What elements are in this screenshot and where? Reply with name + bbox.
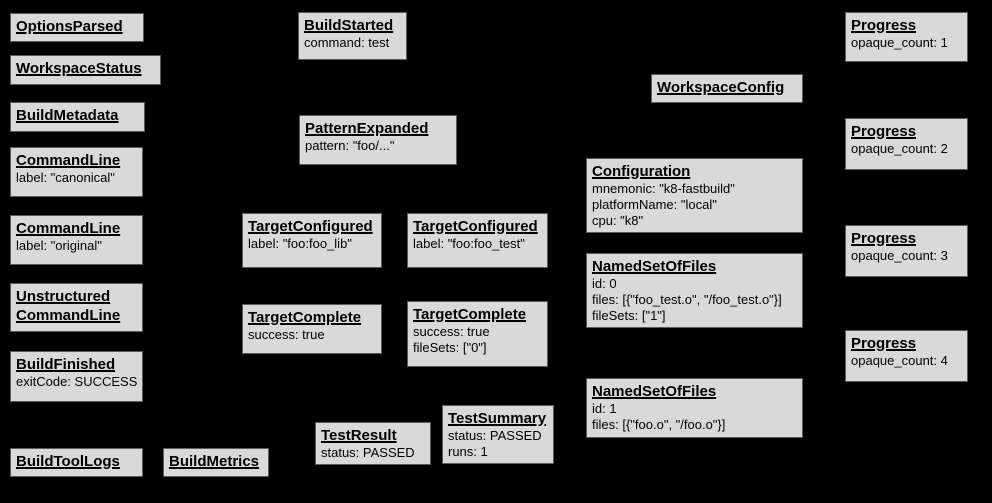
event-node-detail: opaque_count: 3 <box>851 248 948 263</box>
event-node-build-tool-logs: BuildToolLogs <box>10 448 143 477</box>
event-node-detail: label: "foo:foo_test" <box>413 236 525 251</box>
event-node-build-metrics: BuildMetrics <box>163 448 269 477</box>
event-node-detail: runs: 1 <box>448 444 488 459</box>
event-node-detail: opaque_count: 4 <box>851 353 948 368</box>
event-node-detail: fileSets: ["0"] <box>413 340 487 355</box>
event-node-detail: command: test <box>304 35 390 50</box>
event-node-workspace-config: WorkspaceConfig <box>651 74 803 103</box>
event-node-title: BuildStarted <box>304 17 394 34</box>
event-node-detail: status: PASSED <box>321 445 415 460</box>
event-node-title: BuildFinished <box>16 356 116 373</box>
event-node-detail: opaque_count: 1 <box>851 35 948 50</box>
event-node-detail: cpu: "k8" <box>592 213 644 228</box>
event-node-title: WorkspaceStatus <box>16 60 142 77</box>
event-node-options-parsed: OptionsParsed <box>10 13 144 42</box>
event-node-detail: label: "foo:foo_lib" <box>248 236 352 251</box>
event-node-title: BuildMetadata <box>16 107 119 124</box>
event-node-title: Configuration <box>592 163 691 180</box>
event-node-detail: label: "original" <box>16 238 102 253</box>
event-node-detail: status: PASSED <box>448 428 542 443</box>
event-node-detail: mnemonic: "k8-fastbuild" <box>592 181 735 196</box>
event-node-title: TargetConfigured <box>248 218 373 235</box>
event-node-title: BuildMetrics <box>169 453 260 470</box>
event-node-unstructured-command-line: Unstructured CommandLine <box>10 283 143 332</box>
event-node-title: OptionsParsed <box>16 18 123 35</box>
event-node-title: TargetComplete <box>248 309 362 326</box>
event-node-detail: fileSets: ["1"] <box>592 308 666 323</box>
event-node-title: TestResult <box>321 427 397 444</box>
event-node-detail: pattern: "foo/..." <box>305 138 395 153</box>
event-node-detail: platformName: "local" <box>592 197 717 212</box>
event-node-title: TestSummary <box>448 410 547 427</box>
event-node-title: Progress <box>851 123 917 140</box>
event-node-detail: success: true <box>413 324 490 339</box>
event-node-title: PatternExpanded <box>305 120 429 137</box>
event-node-title: TargetComplete <box>413 306 527 323</box>
event-node-detail: id: 1 <box>592 401 617 416</box>
event-node-detail: files: [{"foo.o", "/foo.o"}] <box>592 417 726 432</box>
event-node-title: CommandLine <box>16 220 121 237</box>
event-node-title: CommandLine <box>16 152 121 169</box>
event-node-workspace-status: WorkspaceStatus <box>10 55 161 85</box>
event-node-detail: id: 0 <box>592 276 617 291</box>
event-node-title: Progress <box>851 335 917 352</box>
event-node-detail: label: "canonical" <box>16 170 115 185</box>
event-node-detail: files: [{"foo_test.o", "/foo_test.o"}] <box>592 292 782 307</box>
event-node-detail: success: true <box>248 327 325 342</box>
event-node-title: Progress <box>851 17 917 34</box>
event-node-title: TargetConfigured <box>413 218 538 235</box>
event-node-detail: exitCode: SUCCESS <box>16 374 138 389</box>
event-node-detail: opaque_count: 2 <box>851 141 948 156</box>
event-node-title: NamedSetOfFiles <box>592 258 717 275</box>
event-node-title: NamedSetOfFiles <box>592 383 717 400</box>
event-node-title: BuildToolLogs <box>16 453 120 470</box>
event-node-title: Unstructured CommandLine <box>16 288 121 324</box>
event-node-build-metadata: BuildMetadata <box>10 102 145 132</box>
event-node-title: WorkspaceConfig <box>657 79 785 96</box>
event-node-title: Progress <box>851 230 917 247</box>
